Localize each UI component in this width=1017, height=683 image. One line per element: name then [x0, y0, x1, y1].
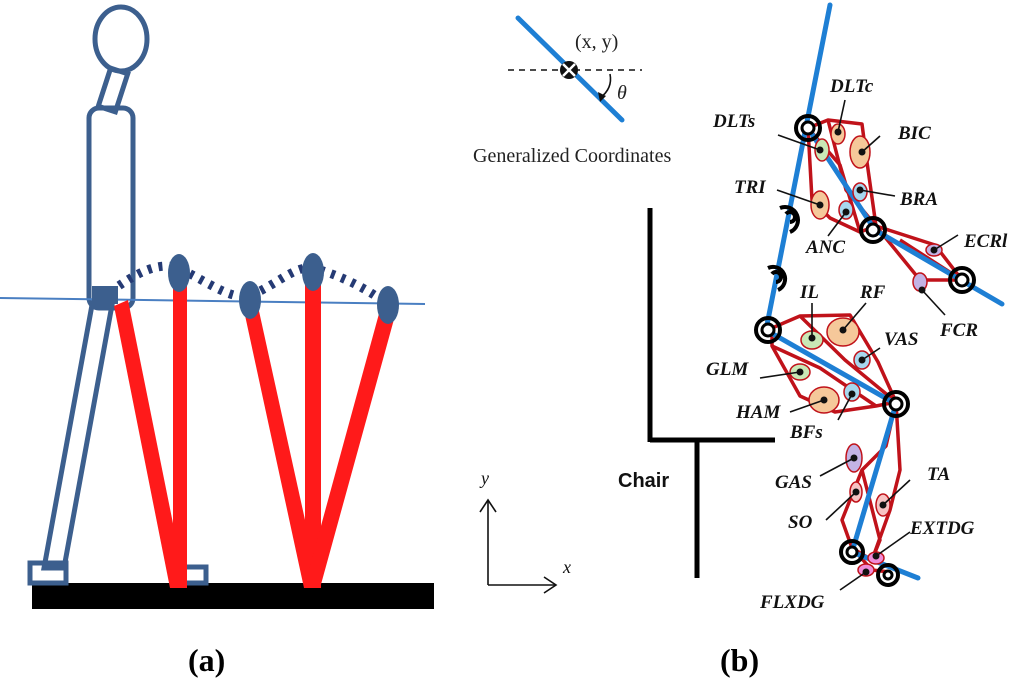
joints: [754, 114, 976, 587]
so-leader: [825, 491, 857, 521]
fcr-leader: [921, 289, 946, 316]
xy-axes: [479, 498, 558, 594]
muscle-labels: DLTc DLTs BIC TRI BRA ANC ECRl FCR IL RF…: [706, 76, 1008, 613]
bic-label: BIC: [897, 123, 931, 144]
leg-right-1: [304, 310, 396, 588]
glm-label: GLM: [706, 359, 749, 380]
y-axis-label: y: [479, 468, 489, 488]
horizontal-reference-line: [0, 297, 426, 305]
person-head: [92, 4, 150, 74]
gc-angle-arrowhead: [598, 92, 606, 102]
so-label: SO: [788, 512, 813, 533]
hip-joint-5: [377, 286, 399, 324]
gc-caption: Generalized Coordinates: [473, 145, 671, 167]
hip-joint-2: [168, 254, 190, 292]
anc-leader: [827, 211, 847, 237]
ham-label: HAM: [735, 402, 781, 423]
forearm-segment: [872, 227, 1005, 307]
caption-a: (a): [188, 642, 225, 678]
toe-joint: [876, 563, 900, 587]
flxdg-leader: [839, 571, 867, 591]
hip-joint-4: [302, 253, 324, 291]
person-foot: [27, 560, 69, 586]
body-segments: [763, 2, 1005, 581]
shank-segment: [849, 401, 899, 555]
hip-trajectory: [107, 261, 391, 309]
anc-label: ANC: [805, 237, 845, 258]
gas-label: GAS: [775, 472, 812, 493]
hip-joint-1: [92, 286, 118, 304]
glm-leader: [759, 371, 801, 379]
person-neck: [95, 65, 131, 115]
rf-label: RF: [859, 282, 886, 303]
hip-joint: [754, 316, 782, 344]
gas-leader: [819, 457, 855, 477]
vas-label: VAS: [884, 329, 919, 350]
chair: [647, 208, 775, 578]
gc-center-cross: [562, 63, 576, 77]
ta-label: TA: [927, 464, 950, 485]
dltc-label: DLTc: [829, 76, 874, 97]
trunk-segment: [763, 2, 833, 333]
flxdg-label: FLXDG: [759, 592, 825, 613]
rf-leader: [842, 302, 867, 331]
person-leg: [41, 302, 115, 571]
leg-left-2: [173, 272, 187, 588]
ankle-joint: [839, 539, 865, 565]
label-leaders: [759, 99, 959, 591]
thigh-segment: [763, 327, 899, 407]
y-axis-arrowhead: [479, 498, 497, 513]
wrist-joint: [948, 266, 976, 294]
dltc-leader: [837, 99, 846, 133]
fcr-label: FCR: [939, 320, 978, 341]
x-axis-arrowhead: [543, 576, 558, 594]
spine-joint-upper: [779, 205, 800, 234]
vas-leader: [861, 347, 881, 361]
dlts-label: DLTs: [712, 111, 755, 132]
ecrl-label: ECRl: [963, 231, 1008, 252]
bra-label: BRA: [899, 189, 938, 210]
hip-joint-3: [239, 281, 261, 319]
person-outline: [27, 4, 209, 586]
caption-b: (b): [720, 642, 759, 678]
floor: [32, 583, 434, 609]
hip-joints: [92, 253, 399, 324]
il-label: IL: [799, 282, 819, 303]
ecrl-leader: [933, 234, 959, 251]
bic-leader: [861, 135, 881, 153]
leg-mid-2: [305, 270, 321, 588]
gc-angle-label: θ: [617, 82, 627, 104]
generalized-coordinates-icon: (x, y) θ Generalized Coordinates: [473, 15, 671, 167]
person-torso: [86, 105, 136, 311]
bra-leader: [859, 189, 896, 197]
leg-left-1: [114, 300, 186, 588]
leg-positions: [114, 270, 396, 588]
tri-leader: [776, 189, 821, 206]
spine-joint-lower: [767, 264, 788, 292]
ta-leader: [882, 479, 911, 506]
elbow-joint: [859, 216, 887, 244]
panel-b: (x, y) θ Generalized Coordinates y x Cha…: [473, 2, 1008, 678]
bfs-leader: [837, 393, 853, 421]
extdg-label: EXTDG: [909, 518, 975, 539]
gc-point-label: (x, y): [575, 31, 618, 53]
dlts-leader: [777, 134, 821, 151]
knee-joint: [882, 390, 910, 418]
bfs-label: BFs: [789, 422, 823, 443]
leg-mid-1: [243, 302, 320, 588]
extdg-leader: [875, 531, 911, 557]
chair-label: Chair: [618, 470, 669, 492]
shoulder-joint: [794, 114, 822, 142]
ham-leader: [789, 399, 825, 413]
x-axis-label: x: [562, 557, 571, 577]
panel-a: (a): [0, 4, 434, 678]
tri-label: TRI: [734, 177, 766, 198]
